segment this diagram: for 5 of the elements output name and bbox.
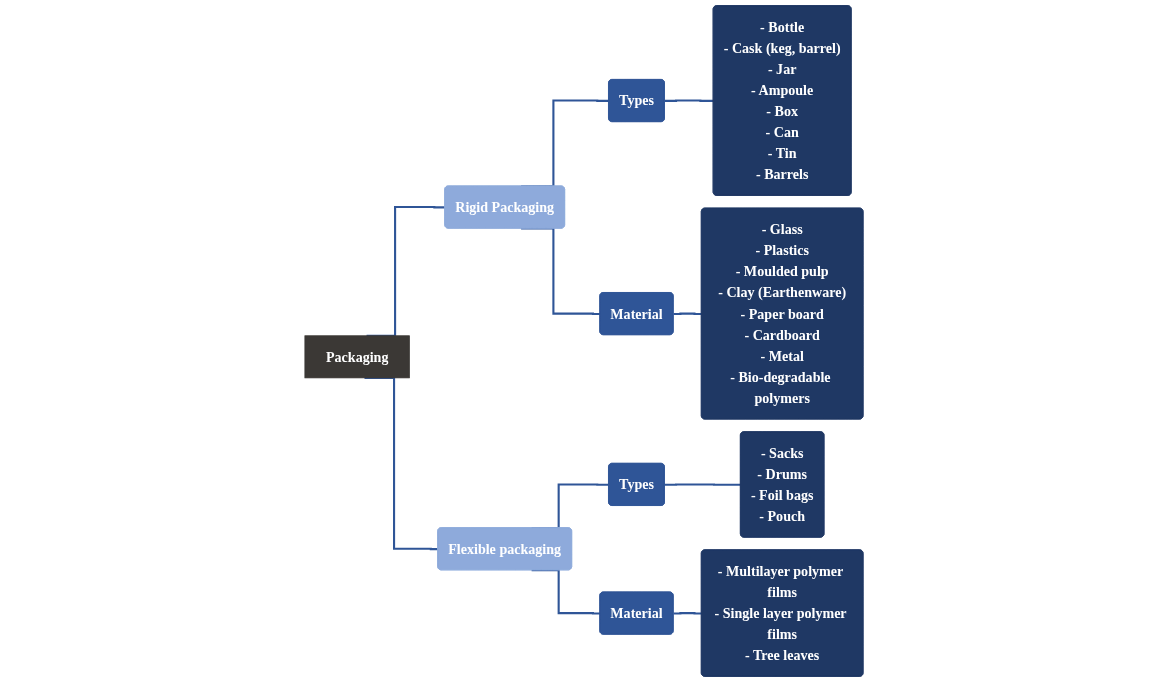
connector [664,483,741,486]
connector [673,312,702,315]
node-box: Packaging [304,335,410,379]
connector [673,612,702,615]
connector [664,99,714,102]
